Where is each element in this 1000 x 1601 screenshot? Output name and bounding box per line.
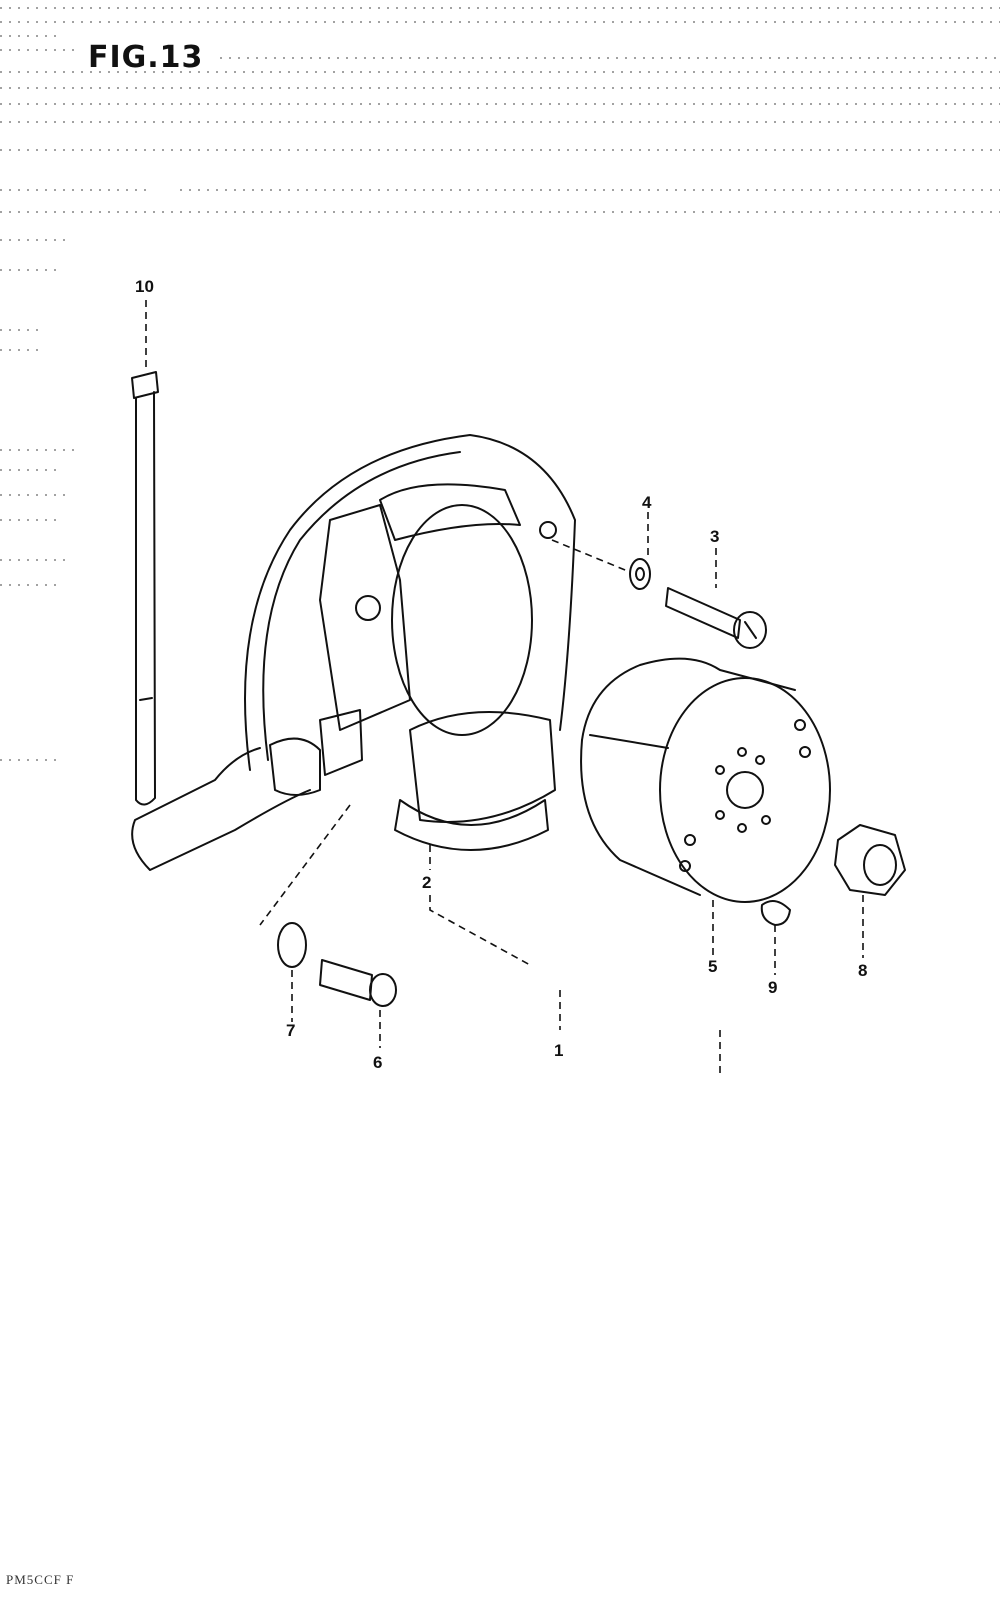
bolt-part-6 [319, 959, 397, 1007]
callout-1: 1 [554, 1041, 563, 1060]
callout-6: 6 [373, 1053, 382, 1072]
callout-8: 8 [858, 961, 867, 980]
callout-7: 7 [286, 1021, 295, 1040]
callout-2: 2 [422, 873, 431, 892]
callout-labels: 10 4 3 2 5 9 8 7 6 1 [135, 277, 867, 1072]
flywheel-rotor-part-5 [580, 657, 831, 903]
nut-part-8 [834, 824, 906, 896]
washer-part-7 [277, 922, 307, 968]
key-part-9 [760, 900, 791, 926]
leader-lines [145, 300, 864, 1075]
screw-part-3 [665, 587, 767, 649]
footer-code: PM5CCF F [6, 1572, 75, 1587]
callout-4: 4 [642, 493, 652, 512]
callout-10: 10 [135, 277, 154, 296]
callout-9: 9 [768, 978, 777, 997]
callout-3: 3 [710, 527, 719, 546]
scan-noise [0, 7, 1000, 761]
figure-title: FIG.13 [88, 40, 204, 75]
stator-plate-part-2 [131, 434, 576, 871]
washer-part-4 [629, 558, 651, 590]
callout-5: 5 [708, 957, 717, 976]
cable-strap-part-10 [131, 371, 159, 806]
